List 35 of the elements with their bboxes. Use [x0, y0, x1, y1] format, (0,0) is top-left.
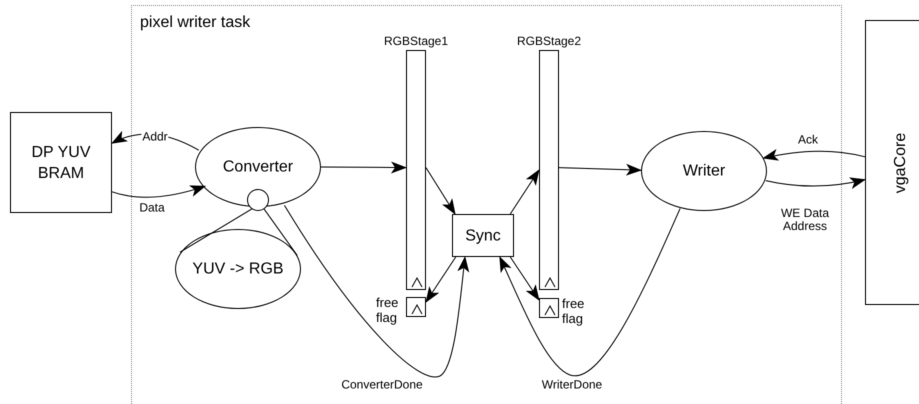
core-box	[865, 20, 919, 305]
edge-label: WriterDone	[540, 378, 604, 392]
arrow	[510, 169, 540, 214]
box-label: vgaCore	[892, 132, 910, 193]
arrow	[765, 177, 866, 189]
ellipse-label: Converter	[222, 158, 294, 178]
edge-label: Addr	[141, 130, 169, 144]
flag-label: free flag	[376, 295, 400, 325]
edge-label: Data	[138, 202, 166, 214]
box-label: Sync	[464, 226, 502, 246]
process-box	[10, 112, 112, 213]
group-title: pixel writer task	[140, 14, 250, 32]
zoom-circle	[247, 189, 269, 211]
ellipse-label: Writer	[682, 162, 726, 182]
task-boundary	[131, 5, 842, 404]
arrow	[284, 204, 470, 378]
arrow	[762, 149, 866, 161]
arrow	[426, 167, 456, 215]
box-label: DP YUV BRAM	[30, 142, 92, 184]
register-name: RGBStage2	[516, 34, 582, 48]
flag-label: free flag	[562, 296, 586, 326]
arrow	[510, 256, 540, 301]
arrow	[558, 164, 642, 176]
zoom-line	[263, 208, 298, 256]
zoom-line	[180, 208, 253, 253]
edge-label: ConverterDone	[340, 378, 424, 392]
ellipse-label: YUV -> RGB	[191, 260, 285, 280]
arrow	[320, 162, 407, 174]
edge-label: WE Data Address	[779, 207, 831, 233]
process-box	[452, 214, 514, 257]
register-name: RGBStage1	[384, 34, 448, 48]
arrow	[112, 185, 206, 198]
edge-label: Ack	[797, 134, 819, 146]
arrow	[425, 256, 456, 303]
arrow	[499, 208, 681, 376]
